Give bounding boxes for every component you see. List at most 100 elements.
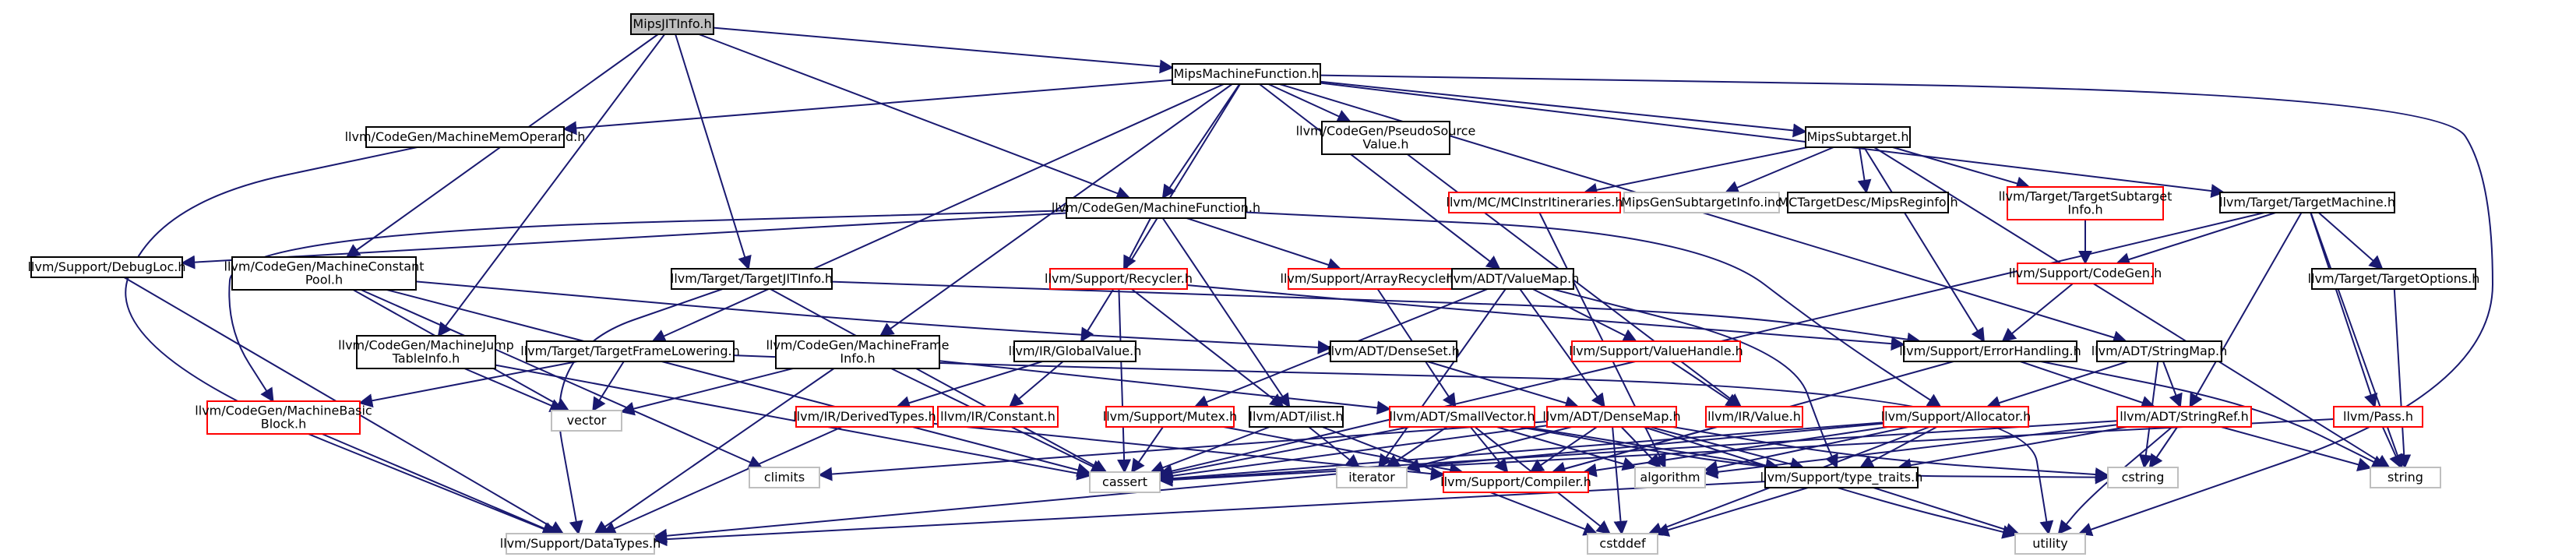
node-box <box>1249 406 1344 428</box>
node-adt_stringref[interactable]: llvm/ADT/StringRef.h <box>2116 406 2252 428</box>
edge-adt_ilist-to-iterator <box>1308 426 1361 469</box>
edge-cg_mcp-to-cassert <box>386 289 1091 477</box>
node-sup_datatypes[interactable]: llvm/Support/DataTypes.h <box>500 533 661 555</box>
node-mc_mipsreg[interactable]: MCTargetDesc/MipsReginfo.h <box>1778 192 1958 213</box>
node-box <box>1013 340 1136 362</box>
node-label: llvm/Pass.h <box>2343 409 2413 424</box>
node-adt_smallvec[interactable]: llvm/ADT/SmallVector.h <box>1389 406 1535 428</box>
node-label: Block.h <box>261 417 307 432</box>
node-cg_mmo[interactable]: llvm/CodeGen/MachineMemOperand.h <box>345 126 586 148</box>
edge-cg_mf-to-sup_debugloc <box>181 212 1067 270</box>
node-box <box>1764 467 1919 488</box>
edge-mmf-to-cg_mfi <box>879 83 1233 337</box>
node-mips_gen_sub[interactable]: MipsGenSubtargetInfo.inc <box>1621 192 1782 213</box>
node-sup_codegen[interactable]: llvm/Support/CodeGen.h <box>2009 263 2162 284</box>
node-iterator[interactable]: iterator <box>1336 467 1408 488</box>
node-label: llvm/IR/DerivedTypes.h <box>793 409 936 424</box>
edge-cg_mf-to-sup_allocator <box>1245 211 1942 407</box>
edge-tgt_tfl-to-cg_mbb <box>358 361 578 408</box>
edge-mmf-to-cg_mf <box>1161 83 1241 199</box>
edge-adt_denseset-to-adt_densemap <box>1427 361 1580 410</box>
node-label: llvm/CodeGen/MachineJump <box>338 338 514 353</box>
node-string[interactable]: string <box>2370 467 2441 488</box>
node-box <box>1049 268 1188 290</box>
node-sup_recycler[interactable]: llvm/Support/Recycler.h <box>1045 268 1193 290</box>
node-adt_stringmap[interactable]: llvm/ADT/StringMap.h <box>2091 340 2228 362</box>
node-label: llvm/Target/TargetSubtarget <box>1999 189 2173 204</box>
edge-adt_densemap-to-sup_typetraits <box>1649 426 1805 471</box>
node-box <box>2096 340 2222 362</box>
node-climits[interactable]: climits <box>749 467 820 488</box>
node-sup_allocator[interactable]: llvm/Support/Allocator.h <box>1881 406 2032 428</box>
node-label: llvm/ADT/ilist.h <box>1249 409 1344 424</box>
node-sup_valuehandle[interactable]: llvm/Support/ValueHandle.h <box>1569 340 1743 362</box>
node-label: algorithm <box>1640 470 1700 485</box>
node-ir_derived[interactable]: llvm/IR/DerivedTypes.h <box>793 406 936 428</box>
node-box <box>1172 63 1321 85</box>
node-label: llvm/Support/type_traits.h <box>1760 470 1923 485</box>
node-mips_sub[interactable]: MipsSubtarget.h <box>1805 126 1911 148</box>
node-tgt_machine[interactable]: llvm/Target/TargetMachine.h <box>2219 192 2395 213</box>
edge-adt_smallvec-to-sup_typetraits <box>1525 426 1780 473</box>
node-sup_mutex[interactable]: llvm/Support/Mutex.h <box>1103 406 1237 428</box>
node-cstring[interactable]: cstring <box>2107 467 2179 488</box>
node-tgt_options[interactable]: llvm/Target/TargetOptions.h <box>2308 268 2480 290</box>
node-box <box>1787 192 1949 213</box>
node-sup_typetraits[interactable]: llvm/Support/type_traits.h <box>1760 467 1923 488</box>
node-label: climits <box>764 470 805 485</box>
edge-root-to-tgt_jit <box>675 33 752 270</box>
node-ir_value[interactable]: llvm/IR/Value.h <box>1705 406 1803 428</box>
edge-sup_errh-to-adt_stringref <box>2020 361 2156 410</box>
node-ir_gv[interactable]: llvm/IR/GlobalValue.h <box>1009 340 1142 362</box>
node-sup_arrayrec[interactable]: llvm/Support/ArrayRecycler.h <box>1281 268 1462 290</box>
node-adt_densemap[interactable]: llvm/ADT/DenseMap.h <box>1542 406 1681 428</box>
node-box <box>506 533 655 555</box>
edge-tgt_jit-to-sup_errh <box>831 280 1922 347</box>
node-ir_const[interactable]: llvm/IR/Constant.h <box>937 406 1059 428</box>
node-mc_itin[interactable]: llvm/MC/MCInstrItineraries.h <box>1447 192 1623 213</box>
node-sup_compiler[interactable]: llvm/Support/Compiler.h <box>1440 471 1591 493</box>
node-utility[interactable]: utility <box>2014 533 2086 555</box>
node-box <box>1903 340 2077 362</box>
node-box <box>1321 121 1450 155</box>
node-cg_mf[interactable]: llvm/CodeGen/MachineFunction.h <box>1052 197 1260 219</box>
edge-sup_recycler-to-adt_ilist <box>1131 288 1284 408</box>
node-label: Info.h <box>840 351 875 366</box>
edge-cg_mf-to-adt_ilist <box>1161 217 1291 408</box>
node-vector[interactable]: vector <box>551 410 622 432</box>
node-label: Info.h <box>2067 203 2102 217</box>
node-box <box>1389 406 1535 428</box>
node-adt_valuemap[interactable]: llvm/ADT/ValueMap.h <box>1447 268 1580 290</box>
node-tgt_jit[interactable]: llvm/Target/TargetJITInfo.h <box>671 268 833 290</box>
edge-ir_value-to-sup_compiler <box>1551 426 1718 476</box>
node-mmf[interactable]: MipsMachineFunction.h <box>1172 63 1321 85</box>
edge-root-to-cg_mf <box>698 33 1131 200</box>
node-sup_debugloc[interactable]: llvm/Support/DebugLoc.h <box>27 256 186 278</box>
node-root[interactable]: MipsJITInfo.h <box>630 13 714 35</box>
node-adt_denseset[interactable]: llvm/ADT/DenseSet.h <box>1327 340 1460 362</box>
node-adt_ilist[interactable]: llvm/ADT/ilist.h <box>1249 406 1344 428</box>
node-label: llvm/CodeGen/MachineFunction.h <box>1052 200 1260 215</box>
edge-tgt_machine-to-tgt_options <box>2318 212 2384 270</box>
node-cassert[interactable]: cassert <box>1089 471 1161 493</box>
edge-mips_sub-to-mc_itin <box>1583 146 1808 197</box>
node-tgt_tfl[interactable]: llvm/Target/TargetFrameLowering.h <box>520 340 740 362</box>
node-sup_errh[interactable]: llvm/Support/ErrorHandling.h <box>1899 340 2081 362</box>
node-pass[interactable]: llvm/Pass.h <box>2333 406 2423 428</box>
edge-adt_densemap-to-cstddef <box>1612 426 1628 535</box>
edge-adt_valuemap-to-iterator <box>1378 288 1506 469</box>
node-label: llvm/Support/Recycler.h <box>1045 271 1193 286</box>
edge-sup_recycler-to-sup_errh <box>1186 284 1905 351</box>
node-cstddef[interactable]: cstddef <box>1587 533 1658 555</box>
node-algorithm[interactable]: algorithm <box>1634 467 1706 488</box>
node-box <box>1105 406 1235 428</box>
node-label: llvm/CodeGen/MachineBasic <box>195 404 372 418</box>
edge-adt_ilist-to-cassert <box>1150 426 1270 474</box>
node-label: llvm/ADT/DenseMap.h <box>1542 409 1680 424</box>
